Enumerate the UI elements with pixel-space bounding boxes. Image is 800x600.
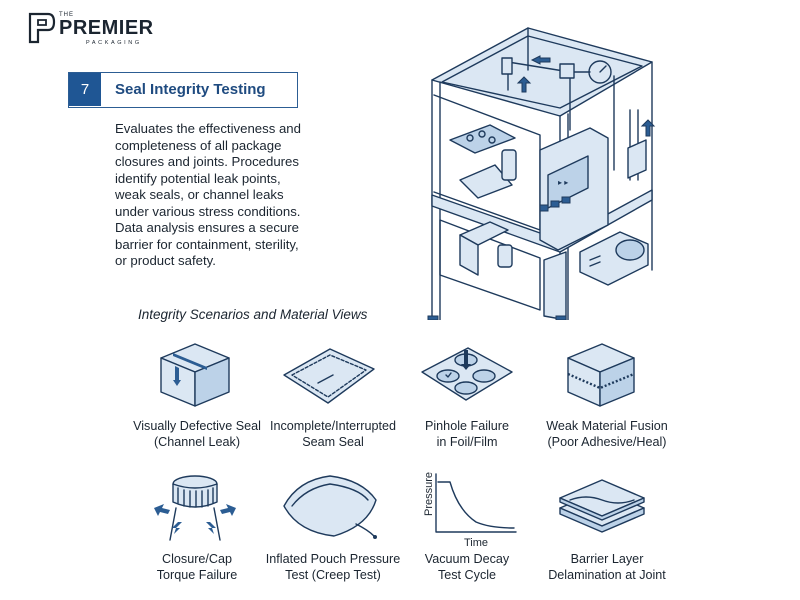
cap-torque-icon xyxy=(154,475,236,541)
caption-line: (Poor Adhesive/Heal) xyxy=(547,434,667,449)
scenario-caption-6: Inflated Pouch Pressure Test (Creep Test… xyxy=(258,552,408,583)
caption-line: in Foil/Film xyxy=(436,434,498,449)
box-channel-leak-icon xyxy=(160,343,230,407)
scenario-caption-8: Barrier Layer Delamination at Joint xyxy=(532,552,682,583)
logo-subtitle: PACKAGING xyxy=(86,40,142,46)
logo-the: THE xyxy=(59,12,74,18)
seal-testing-machine-illustration: ▸ ▸ xyxy=(427,27,656,320)
section-title: Seal Integrity Testing xyxy=(115,81,266,98)
delamination-layers-icon xyxy=(559,479,645,533)
caption-line: Vacuum Decay xyxy=(424,552,510,566)
caption-line: Visually Defective Seal xyxy=(133,419,261,433)
pouch-seam-icon xyxy=(283,348,375,404)
caption-line: Incomplete/Interrupted xyxy=(269,419,396,433)
caption-line: Seam Seal xyxy=(302,434,364,449)
scenario-caption-3: Pinhole Failure in Foil/Film xyxy=(392,419,542,450)
caption-line: Closure/Cap xyxy=(162,552,232,566)
caption-line: Barrier Layer xyxy=(570,552,644,566)
blister-pinhole-icon xyxy=(421,347,513,401)
graph-xlabel: Time xyxy=(464,537,488,549)
scenario-caption-1: Visually Defective Seal (Channel Leak) xyxy=(122,419,272,450)
scenario-caption-4: Weak Material Fusion (Poor Adhesive/Heal… xyxy=(532,419,682,450)
caption-line: Torque Failure xyxy=(156,567,238,582)
caption-line: Weak Material Fusion xyxy=(546,419,668,433)
logo-name: PREMIER xyxy=(59,17,154,39)
inflated-pouch-icon xyxy=(283,475,377,539)
section-number: 7 xyxy=(69,73,101,106)
scenario-caption-5: Closure/Cap Torque Failure xyxy=(122,552,272,583)
caption-line: Test (Creep Test) xyxy=(285,567,381,582)
material-fusion-icon xyxy=(567,343,635,407)
scenario-caption-2: Incomplete/Interrupted Seam Seal xyxy=(258,419,408,450)
logo-mark-icon xyxy=(28,12,56,44)
scenarios-title: Integrity Scenarios and Material Views xyxy=(138,307,368,322)
caption-line: Pinhole Failure xyxy=(424,419,509,433)
vacuum-decay-chart-icon: Pressure Time xyxy=(423,472,517,549)
caption-line: Inflated Pouch Pressure xyxy=(265,552,401,566)
graph-ylabel: Pressure xyxy=(423,472,435,516)
section-description: Evaluates the effectiveness and complete… xyxy=(115,121,301,268)
scenario-caption-7: Vacuum Decay Test Cycle xyxy=(392,552,542,583)
caption-line: Test Cycle xyxy=(437,567,497,582)
section-header: 7 Seal Integrity Testing xyxy=(68,72,298,108)
svg-text:▸ ▸: ▸ ▸ xyxy=(558,178,568,187)
caption-line: (Channel Leak) xyxy=(153,434,241,449)
brand-logo: THE PREMIER PACKAGING xyxy=(28,12,153,46)
caption-line: Delamination at Joint xyxy=(548,567,666,582)
